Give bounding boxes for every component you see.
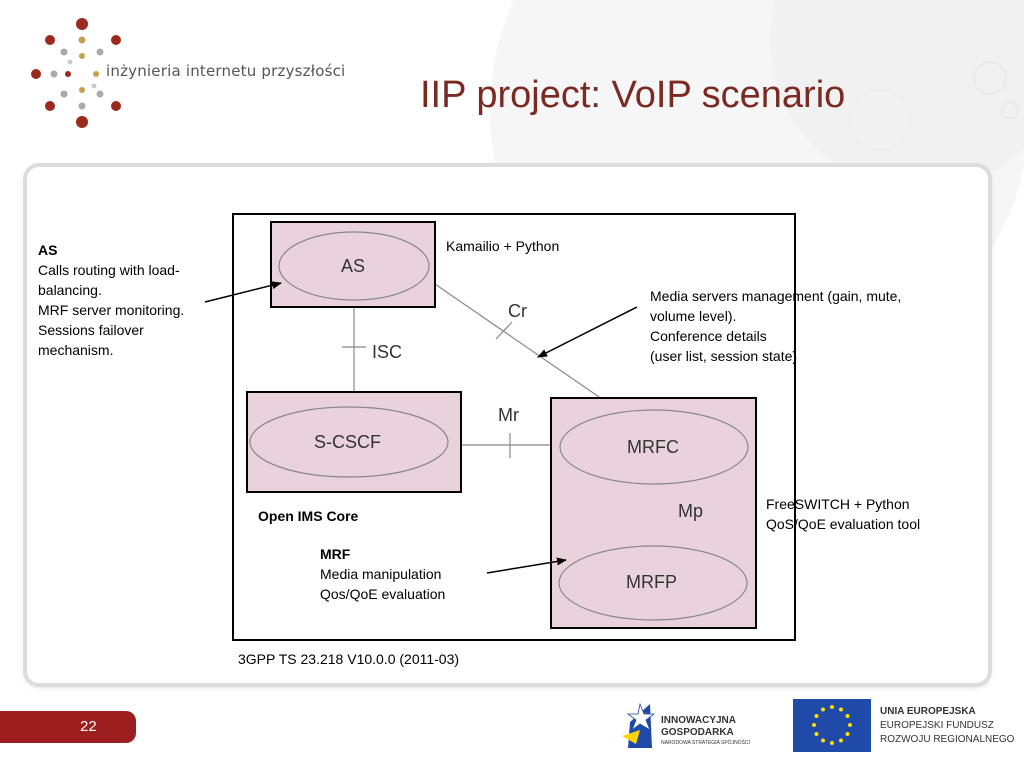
as-label: AS [341, 256, 366, 276]
innowacyjna-line1: INNOWACYJNA [661, 715, 737, 726]
as-annotation-line: Sessions failover [38, 322, 144, 338]
mrf-annotation: MRF Media manipulation Qos/QoE evaluatio… [320, 544, 445, 604]
as-mrfc-link [431, 281, 619, 411]
media-annotation-arrow [537, 306, 638, 358]
freeswitch-line: FreeSWITCH + Python [766, 496, 910, 512]
media-annotation-line: (user list, session state) [650, 348, 798, 364]
as-annotation-arrow [204, 281, 282, 303]
cr-tick [495, 321, 513, 340]
eu-line1: UNIA EUROPEJSKA [880, 706, 976, 717]
as-annotation-line: balancing. [38, 282, 102, 298]
cr-label: Cr [508, 301, 527, 321]
scscf-ellipse [249, 406, 449, 478]
mrfp-label: MRFP [626, 572, 677, 592]
isc-label: ISC [372, 342, 403, 362]
freeswitch-annotation: FreeSWITCH + Python QoS/QoE evaluation t… [766, 494, 920, 534]
page-number-tab [0, 711, 136, 743]
as-annotation-line: MRF server monitoring. [38, 302, 185, 318]
eu-line3: ROZWOJU REGIONALNEGO [880, 734, 1015, 745]
innowacyjna-line2: GOSPODARKA [661, 727, 734, 738]
media-annotation-line: volume level). [650, 308, 737, 324]
mrf-annotation-line: Qos/QoE evaluation [320, 586, 446, 602]
mrf-annotation-heading: MRF [320, 546, 351, 562]
mp-label: Mp [678, 501, 704, 521]
freeswitch-line: QoS/QoE evaluation tool [766, 516, 921, 532]
page-number: 22 [80, 718, 97, 735]
as-annotation-line: Calls routing with load- [38, 262, 180, 278]
media-annotation-line: Media servers management (gain, mute, [650, 288, 902, 304]
eu-line2: EUROPEJSKI FUNDUSZ [880, 720, 994, 731]
mrfp-ellipse [558, 545, 748, 621]
mrfc-label: MRFC [627, 437, 679, 457]
iip-logo-icon [31, 18, 121, 128]
scscf-label: S-CSCF [314, 432, 381, 452]
page-title: IIP project: VoIP scenario [420, 74, 846, 116]
innowacyjna-gospodarka-icon [622, 702, 656, 748]
innowacyjna-line3: NARODOWA STRATEGIA SPÓJNOŚCI [661, 740, 750, 746]
kamailio-label: Kamailio + Python [446, 238, 560, 254]
as-annotation-line: mechanism. [38, 342, 114, 358]
as-annotation-heading: AS [38, 242, 58, 258]
mrf-annotation-arrow [486, 557, 567, 574]
as-ellipse [278, 231, 430, 301]
mrf-annotation-line: Media manipulation [320, 566, 442, 582]
mrfc-ellipse [559, 409, 749, 485]
media-annotation-line: Conference details [650, 328, 767, 344]
mr-label: Mr [498, 405, 519, 425]
open-ims-core-label: Open IMS Core [258, 508, 359, 524]
as-annotation: AS Calls routing with load- balancing. M… [38, 240, 184, 360]
citation-label: 3GPP TS 23.218 V10.0.0 (2011-03) [238, 651, 460, 667]
logo-text: inżynieria internetu przyszłości [106, 62, 346, 80]
media-annotation: Media servers management (gain, mute, vo… [650, 286, 901, 366]
eu-flag-icon [793, 699, 871, 752]
